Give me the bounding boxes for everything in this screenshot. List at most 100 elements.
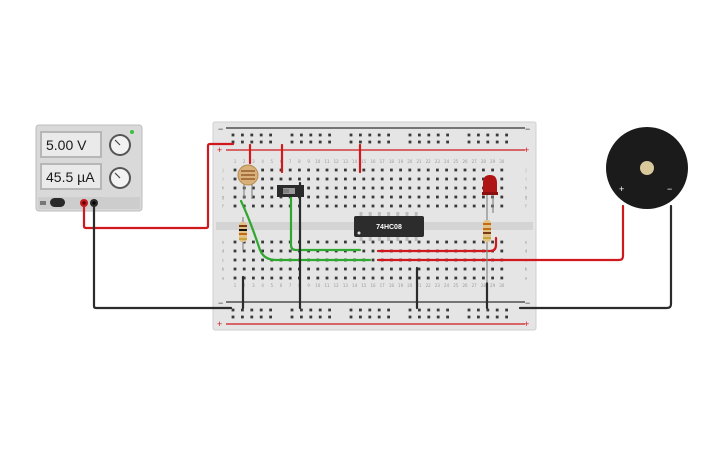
breadboard-hole[interactable] xyxy=(334,177,338,181)
breadboard-hole[interactable] xyxy=(380,240,384,244)
breadboard-hole[interactable] xyxy=(344,177,347,181)
breadboard-hole[interactable] xyxy=(359,308,362,312)
breadboard-hole[interactable] xyxy=(307,267,310,271)
breadboard-hole[interactable] xyxy=(252,240,255,244)
breadboard-hole[interactable] xyxy=(250,308,254,312)
breadboard-hole[interactable] xyxy=(368,133,372,137)
breadboard-hole[interactable] xyxy=(408,267,412,271)
breadboard-hole[interactable] xyxy=(233,258,237,262)
breadboard-hole[interactable] xyxy=(233,276,237,280)
breadboard-hole[interactable] xyxy=(362,168,366,172)
breadboard-hole[interactable] xyxy=(371,249,375,253)
breadboard-hole[interactable] xyxy=(467,308,471,312)
breadboard-hole[interactable] xyxy=(472,177,476,181)
breadboard-hole[interactable] xyxy=(417,168,421,172)
breadboard-hole[interactable] xyxy=(426,186,430,190)
breadboard-hole[interactable] xyxy=(505,308,508,312)
breadboard-hole[interactable] xyxy=(318,308,322,312)
breadboard-hole[interactable] xyxy=(390,177,393,181)
breadboard-hole[interactable] xyxy=(288,177,292,181)
breadboard-hole[interactable] xyxy=(399,186,402,190)
breadboard-hole[interactable] xyxy=(325,204,329,208)
breadboard-hole[interactable] xyxy=(472,168,476,172)
breadboard-hole[interactable] xyxy=(390,276,393,280)
wire-buzzer-ground[interactable] xyxy=(518,204,673,310)
breadboard-hole[interactable] xyxy=(231,140,235,144)
breadboard-hole[interactable] xyxy=(242,240,246,244)
breadboard-hole[interactable] xyxy=(334,168,338,172)
breadboard-hole[interactable] xyxy=(362,240,366,244)
breadboard-hole[interactable] xyxy=(417,276,421,280)
breadboard-hole[interactable] xyxy=(500,267,504,271)
breadboard-hole[interactable] xyxy=(371,258,375,262)
breadboard-hole[interactable] xyxy=(380,168,384,172)
breadboard-hole[interactable] xyxy=(445,186,448,190)
breadboard-hole[interactable] xyxy=(399,168,402,172)
breadboard-hole[interactable] xyxy=(436,168,439,172)
breadboard-hole[interactable] xyxy=(463,240,467,244)
breadboard-hole[interactable] xyxy=(436,140,440,144)
breadboard-hole[interactable] xyxy=(426,177,430,181)
breadboard-hole[interactable] xyxy=(427,308,431,312)
breadboard-hole[interactable] xyxy=(349,140,353,144)
breadboard-hole[interactable] xyxy=(233,186,237,190)
breadboard-hole[interactable] xyxy=(445,240,448,244)
breadboard-hole[interactable] xyxy=(454,195,458,199)
breadboard-hole[interactable] xyxy=(362,204,366,208)
breadboard-hole[interactable] xyxy=(279,249,283,253)
breadboard-hole[interactable] xyxy=(445,204,448,208)
breadboard-hole[interactable] xyxy=(495,315,499,319)
breadboard-hole[interactable] xyxy=(482,204,485,208)
breadboard-hole[interactable] xyxy=(387,308,390,312)
breadboard-hole[interactable] xyxy=(417,177,421,181)
breadboard-hole[interactable] xyxy=(505,133,508,137)
breadboard-hole[interactable] xyxy=(472,276,476,280)
breadboard-hole[interactable] xyxy=(500,177,504,181)
breadboard-hole[interactable] xyxy=(288,267,292,271)
breadboard-hole[interactable] xyxy=(261,267,264,271)
breadboard-hole[interactable] xyxy=(288,249,292,253)
breadboard-hole[interactable] xyxy=(318,315,322,319)
breadboard-hole[interactable] xyxy=(399,204,402,208)
breadboard-hole[interactable] xyxy=(250,315,254,319)
breadboard-hole[interactable] xyxy=(307,195,310,199)
breadboard-hole[interactable] xyxy=(325,168,329,172)
breadboard-hole[interactable] xyxy=(387,315,390,319)
breadboard-hole[interactable] xyxy=(436,195,439,199)
breadboard-hole[interactable] xyxy=(408,240,412,244)
breadboard-hole[interactable] xyxy=(231,315,235,319)
breadboard-hole[interactable] xyxy=(307,240,310,244)
breadboard-hole[interactable] xyxy=(325,195,329,199)
breadboard-hole[interactable] xyxy=(316,168,320,172)
breadboard-hole[interactable] xyxy=(242,258,246,262)
breadboard-hole[interactable] xyxy=(436,276,439,280)
breadboard-hole[interactable] xyxy=(486,308,490,312)
breadboard-hole[interactable] xyxy=(344,168,347,172)
breadboard-hole[interactable] xyxy=(482,267,485,271)
breadboard-hole[interactable] xyxy=(377,308,381,312)
breadboard-hole[interactable] xyxy=(427,140,431,144)
breadboard-hole[interactable] xyxy=(233,195,237,199)
breadboard-hole[interactable] xyxy=(252,258,255,262)
breadboard-hole[interactable] xyxy=(454,204,458,208)
breadboard-hole[interactable] xyxy=(426,240,430,244)
wire-switch-to-gate-input[interactable] xyxy=(289,195,362,252)
breadboard-hole[interactable] xyxy=(316,195,320,199)
breadboard-hole[interactable] xyxy=(259,308,263,312)
breadboard-hole[interactable] xyxy=(417,267,421,271)
breadboard-hole[interactable] xyxy=(279,240,283,244)
breadboard-hole[interactable] xyxy=(446,308,449,312)
breadboard-hole[interactable] xyxy=(279,267,283,271)
breadboard-hole[interactable] xyxy=(408,133,412,137)
breadboard-hole[interactable] xyxy=(325,177,329,181)
breadboard-hole[interactable] xyxy=(252,276,255,280)
breadboard-hole[interactable] xyxy=(353,195,356,199)
breadboard-hole[interactable] xyxy=(454,240,458,244)
breadboard-hole[interactable] xyxy=(349,133,353,137)
breadboard-hole[interactable] xyxy=(269,133,272,137)
breadboard-hole[interactable] xyxy=(318,133,322,137)
breadboard-hole[interactable] xyxy=(353,204,356,208)
slide-switch-actuator[interactable] xyxy=(283,188,295,194)
breadboard-hole[interactable] xyxy=(250,140,254,144)
slide-switch[interactable] xyxy=(277,185,304,197)
